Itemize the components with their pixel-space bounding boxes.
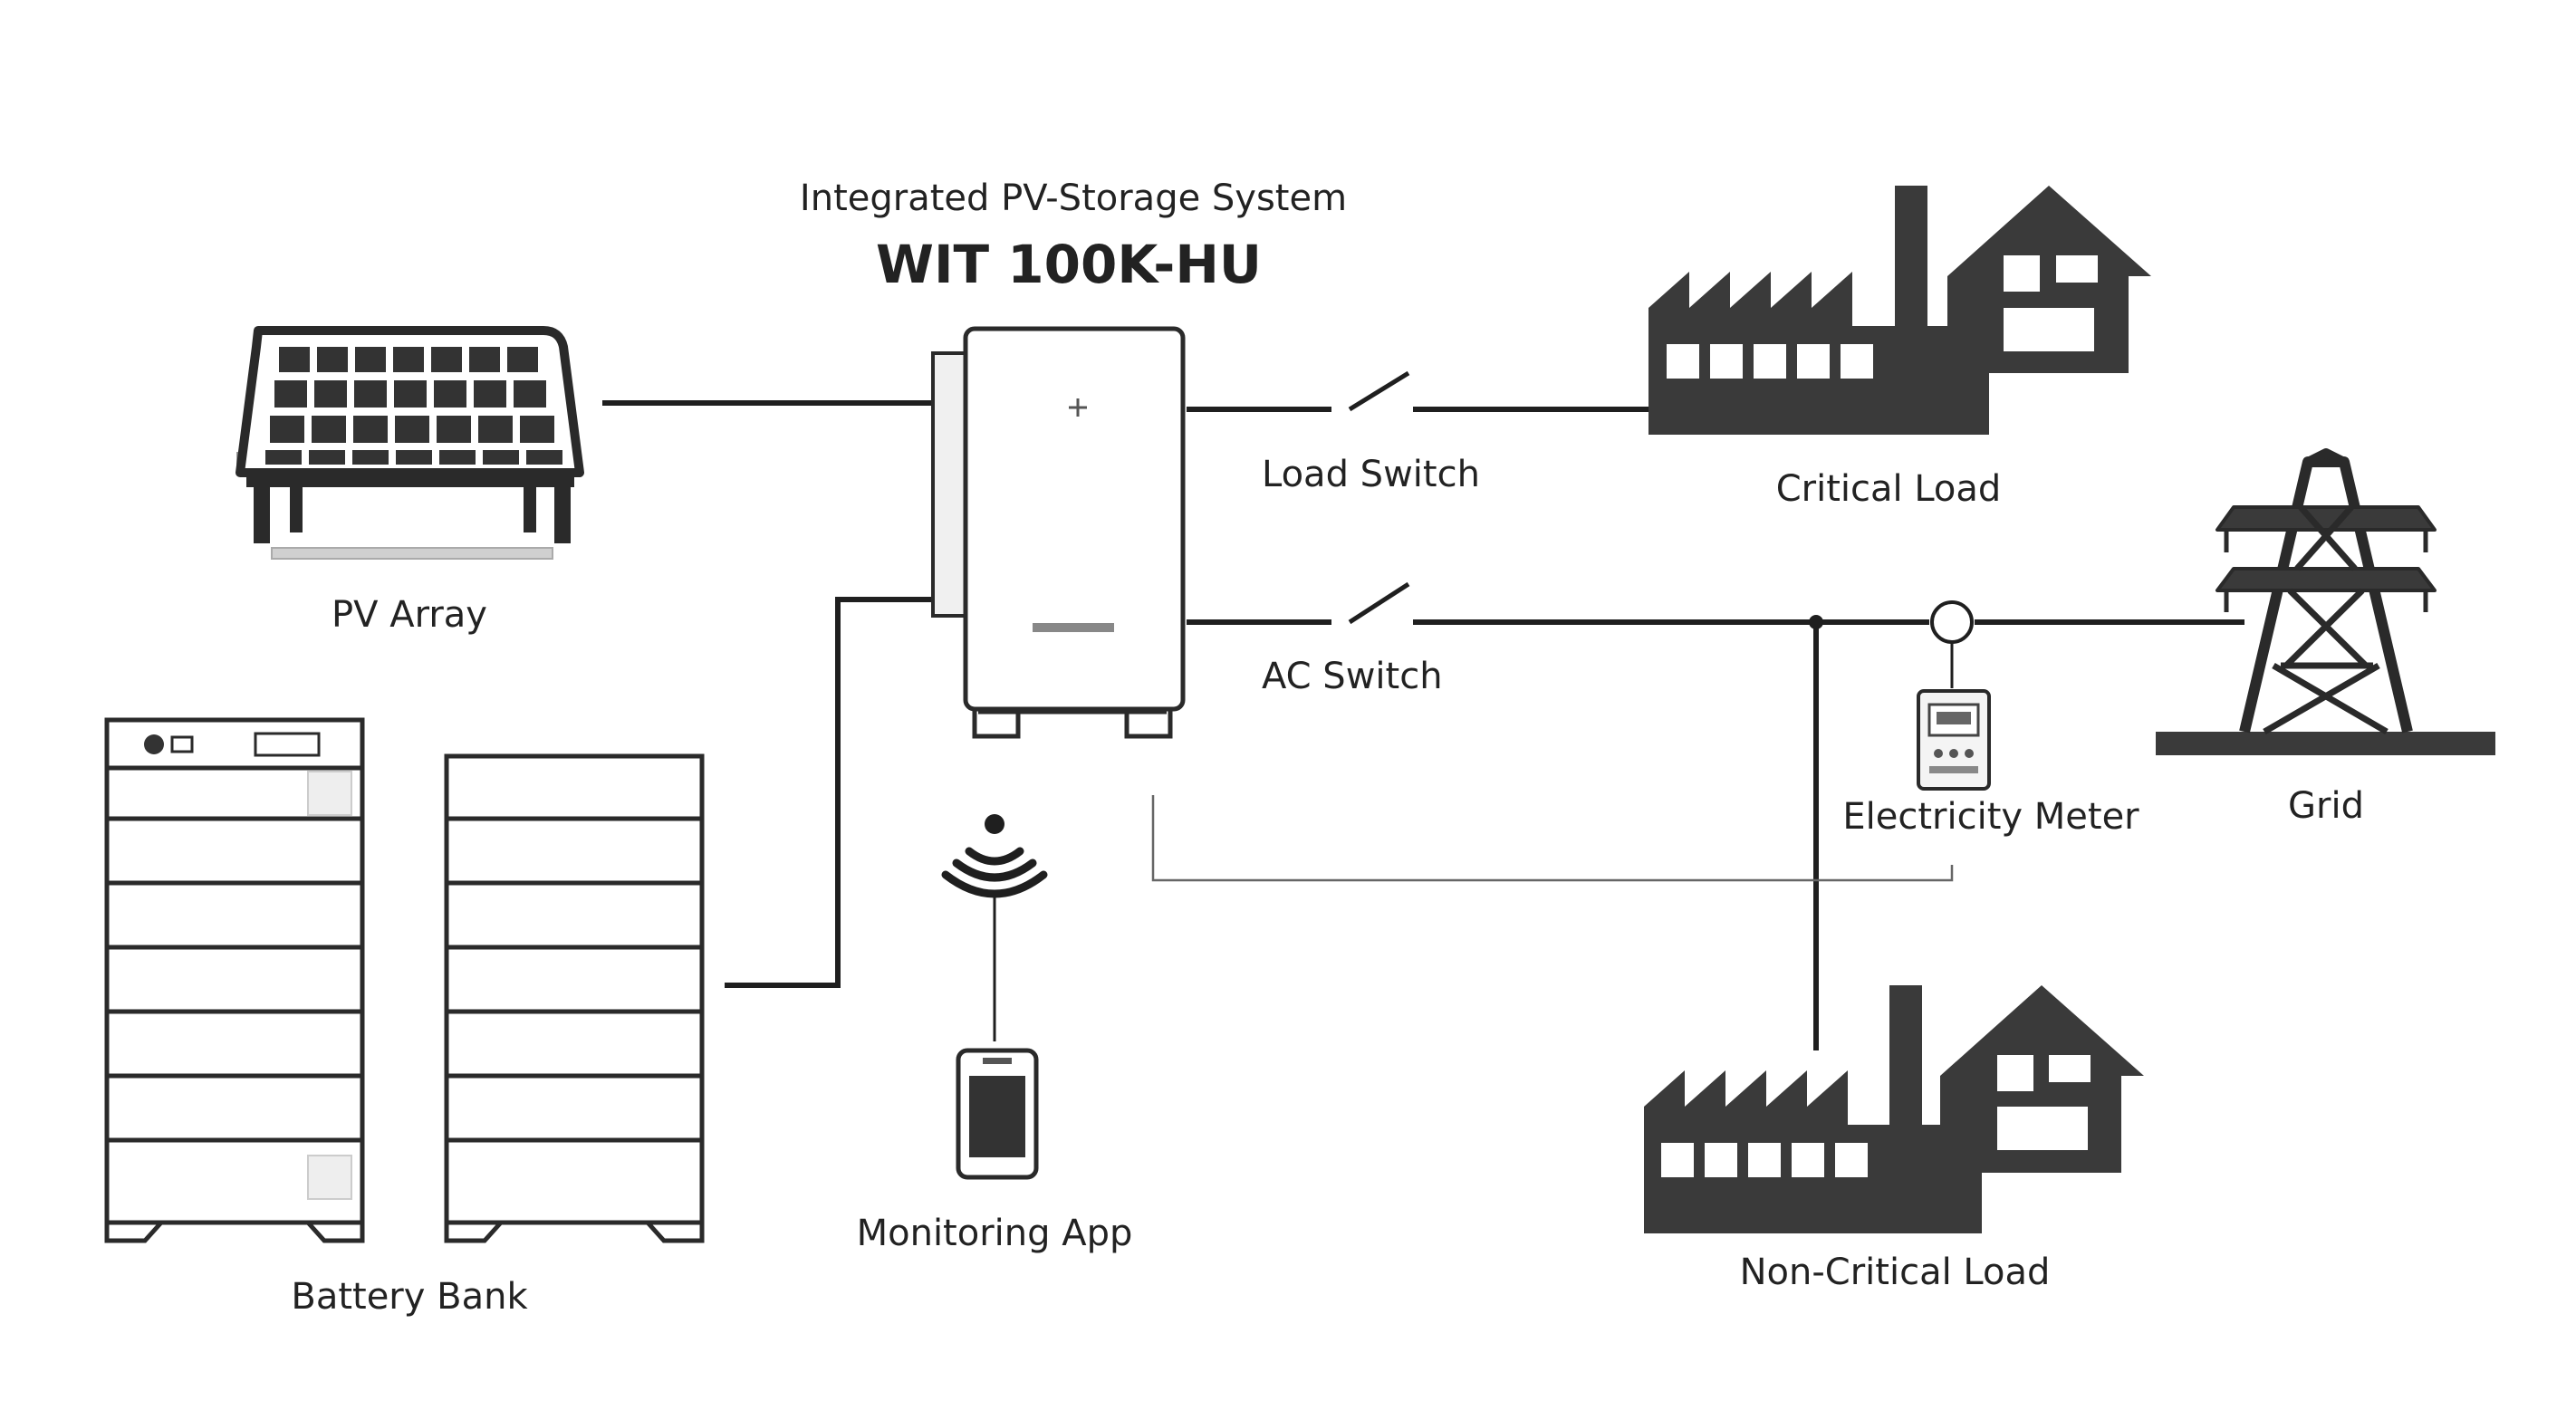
load-switch-label: Load Switch [1262,454,1480,495]
pv-array-label: PV Array [332,594,487,636]
battery-stack-left [104,717,365,1243]
monitoring-app-label: Monitoring App [857,1213,1133,1254]
non-critical-load-icon [1644,985,2144,1233]
phone-icon [956,1048,1039,1180]
critical-load-icon [1648,186,2151,435]
critical-load-label: Critical Load [1776,468,2002,510]
diagram-model-title: WIT 100K-HU [876,234,1262,295]
wifi-icon [941,814,1048,898]
pv-cells [265,347,562,465]
ac-switch-blade [1348,581,1410,625]
grid-label: Grid [2288,785,2364,827]
electricity-meter-label: Electricity Meter [1842,796,2139,838]
non-critical-load-label: Non-Critical Load [1740,1252,2051,1293]
load-switch-blade [1348,370,1410,412]
pv-array-icon [235,326,584,560]
ac-switch-label: AC Switch [1262,656,1443,697]
battery-bank-label: Battery Bank [291,1276,528,1318]
junction-dot [1809,615,1823,629]
diagram-subtitle: Integrated PV-Storage System [800,177,1347,219]
battery-to-inverter-line [725,597,933,988]
grid-tower-icon [2156,448,2495,755]
connection-lines [602,370,2244,1050]
electricity-meter-icon [1917,689,1991,791]
communication-line [1151,795,1954,882]
battery-stack-right [444,753,705,1243]
battery-bank-icon [104,717,705,1243]
meter-node-circle [1930,600,1974,644]
inverter-icon [931,326,1186,739]
